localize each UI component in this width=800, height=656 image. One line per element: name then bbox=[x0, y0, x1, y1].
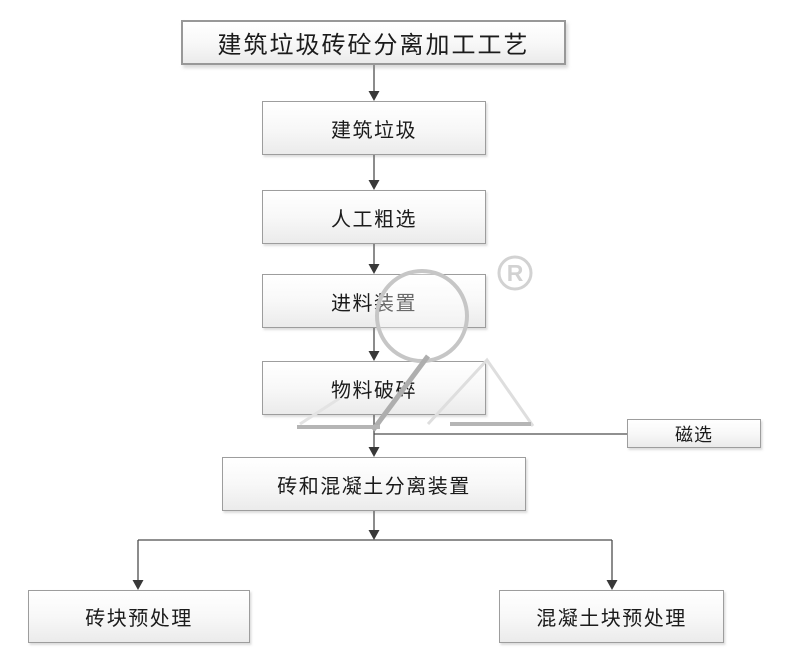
node-label: 人工粗选 bbox=[331, 208, 417, 231]
arrow-down-icon bbox=[368, 530, 380, 540]
arrow-down-icon bbox=[368, 264, 380, 274]
node-label: 物料破碎 bbox=[331, 379, 417, 402]
node-label: 建筑垃圾 bbox=[331, 119, 417, 142]
node-label: 磁选 bbox=[675, 424, 713, 445]
node-label: 砖块预处理 bbox=[85, 608, 193, 630]
arrow-down-icon bbox=[368, 447, 380, 457]
node-label: 混凝土块预处理 bbox=[536, 608, 687, 630]
node-separation-device: 砖和混凝土分离装置 bbox=[222, 457, 526, 511]
registered-trademark-letter: R bbox=[507, 260, 524, 286]
node-label: 砖和混凝土分离装置 bbox=[277, 475, 471, 498]
registered-trademark-icon bbox=[497, 255, 533, 291]
node-magnetic-separation: 磁选 bbox=[627, 419, 761, 448]
arrow-down-icon bbox=[368, 351, 380, 361]
title-box: 建筑垃圾砖砼分离加工工艺 bbox=[181, 20, 566, 65]
arrow-down-icon bbox=[368, 91, 380, 101]
arrow-down-icon bbox=[368, 180, 380, 190]
node-manual-sorting: 人工粗选 bbox=[262, 190, 486, 244]
node-feeding-device: 进料装置 bbox=[262, 274, 486, 328]
node-material-crushing: 物料破碎 bbox=[262, 361, 486, 415]
node-label: 进料装置 bbox=[331, 292, 417, 315]
arrow-down-icon bbox=[132, 580, 144, 590]
node-construction-waste: 建筑垃圾 bbox=[262, 101, 486, 155]
node-concrete-pretreatment: 混凝土块预处理 bbox=[499, 590, 724, 643]
diagram-title: 建筑垃圾砖砼分离加工工艺 bbox=[217, 33, 530, 59]
node-brick-pretreatment: 砖块预处理 bbox=[28, 590, 250, 643]
arrow-down-icon bbox=[606, 580, 618, 590]
